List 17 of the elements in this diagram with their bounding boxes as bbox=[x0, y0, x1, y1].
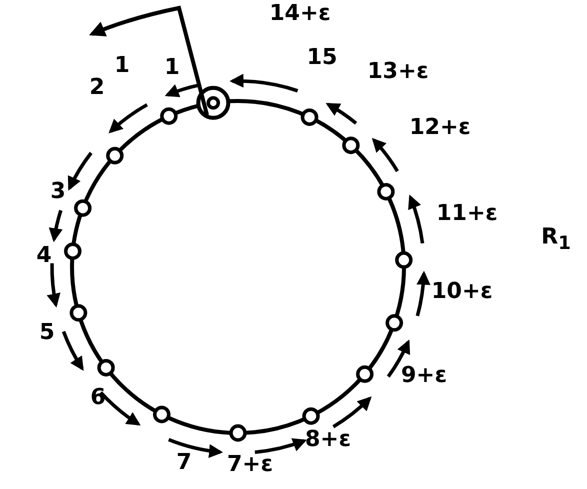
position-label: 9+ε bbox=[401, 365, 447, 387]
position-label: 1 bbox=[114, 55, 130, 77]
resistor-label: R$_{1}$ bbox=[541, 226, 571, 254]
position-label: 7 bbox=[176, 452, 192, 474]
position-label: 1 bbox=[164, 57, 180, 79]
position-label: 13+ε bbox=[367, 61, 429, 83]
position-label: 12+ε bbox=[409, 117, 471, 139]
position-label: 14+ε bbox=[269, 3, 331, 25]
position-label: 8+ε bbox=[305, 429, 351, 451]
position-label: 2 bbox=[89, 77, 105, 99]
position-label: 3 bbox=[50, 181, 66, 203]
position-label: 5 bbox=[39, 322, 55, 344]
position-label: 4 bbox=[36, 245, 52, 267]
position-label: 7+ε bbox=[227, 454, 273, 476]
position-label: 15 bbox=[306, 47, 338, 69]
position-label: 11+ε bbox=[436, 203, 498, 225]
position-label: 10+ε bbox=[431, 281, 493, 303]
